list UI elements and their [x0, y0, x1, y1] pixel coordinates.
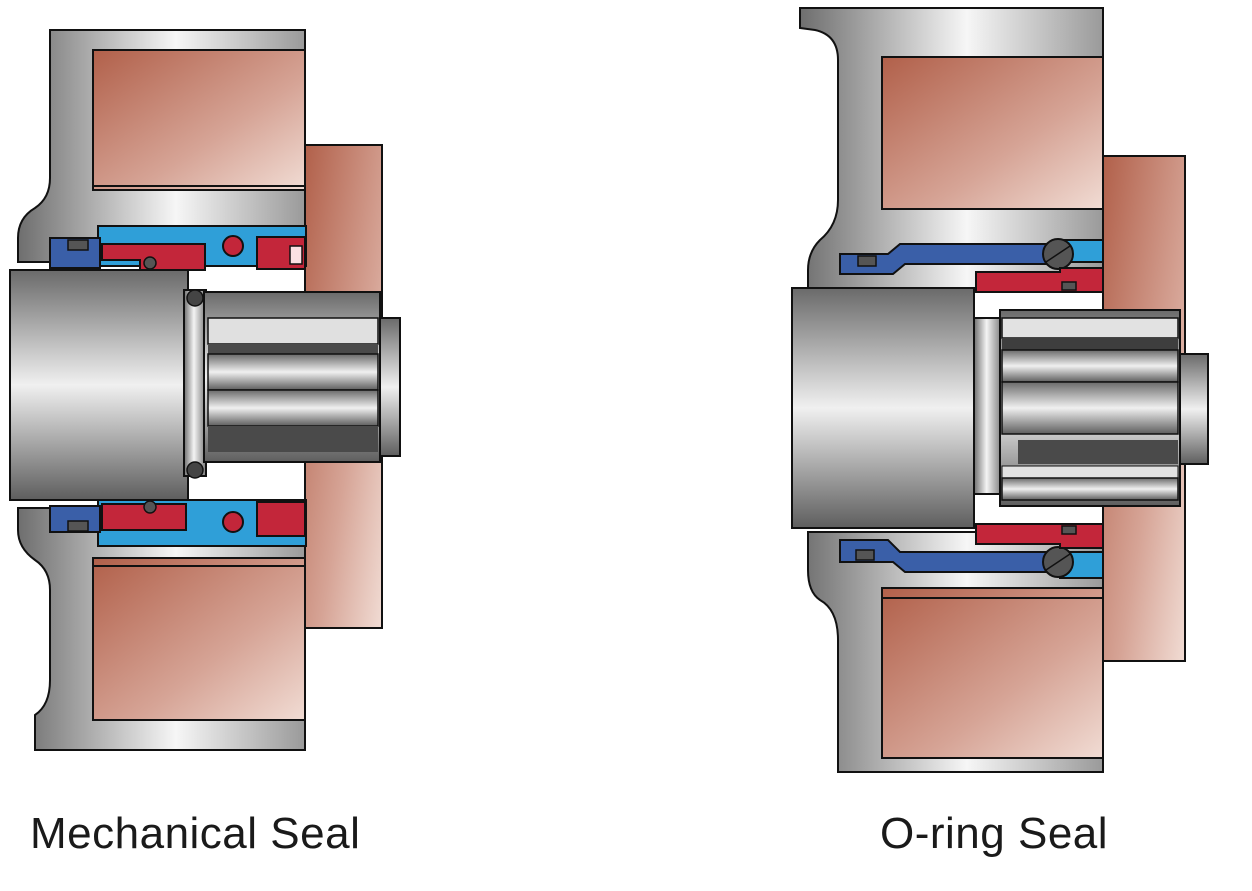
o-ring-icon	[143, 256, 157, 270]
stator-winding-top	[92, 49, 306, 191]
mechanical-seal-caption: Mechanical Seal	[30, 809, 361, 858]
o-ring-icon	[222, 511, 244, 533]
stator-winding-bottom	[92, 557, 306, 721]
gear-icon	[203, 291, 401, 463]
o-ring-icon	[143, 500, 157, 514]
mechanical-seal-figure	[9, 29, 401, 751]
seal-face-bottom	[101, 503, 187, 531]
o-ring-icon	[222, 235, 244, 257]
seal-retainer-top	[49, 237, 101, 269]
oring-seal-figure	[791, 7, 1209, 773]
seal-face-bottom	[975, 523, 1104, 549]
gear-icon	[999, 309, 1209, 507]
seal-face-bottom-right	[256, 501, 306, 537]
stator-winding-top	[881, 56, 1104, 210]
shaft-icon	[9, 269, 189, 501]
oring-seal-caption: O-ring Seal	[880, 809, 1109, 858]
stator-winding-bottom	[881, 587, 1104, 759]
shaft-collar	[973, 317, 1003, 495]
shaft-icon	[791, 287, 975, 529]
shaft-collar	[183, 289, 207, 477]
seal-face-top	[975, 267, 1104, 293]
